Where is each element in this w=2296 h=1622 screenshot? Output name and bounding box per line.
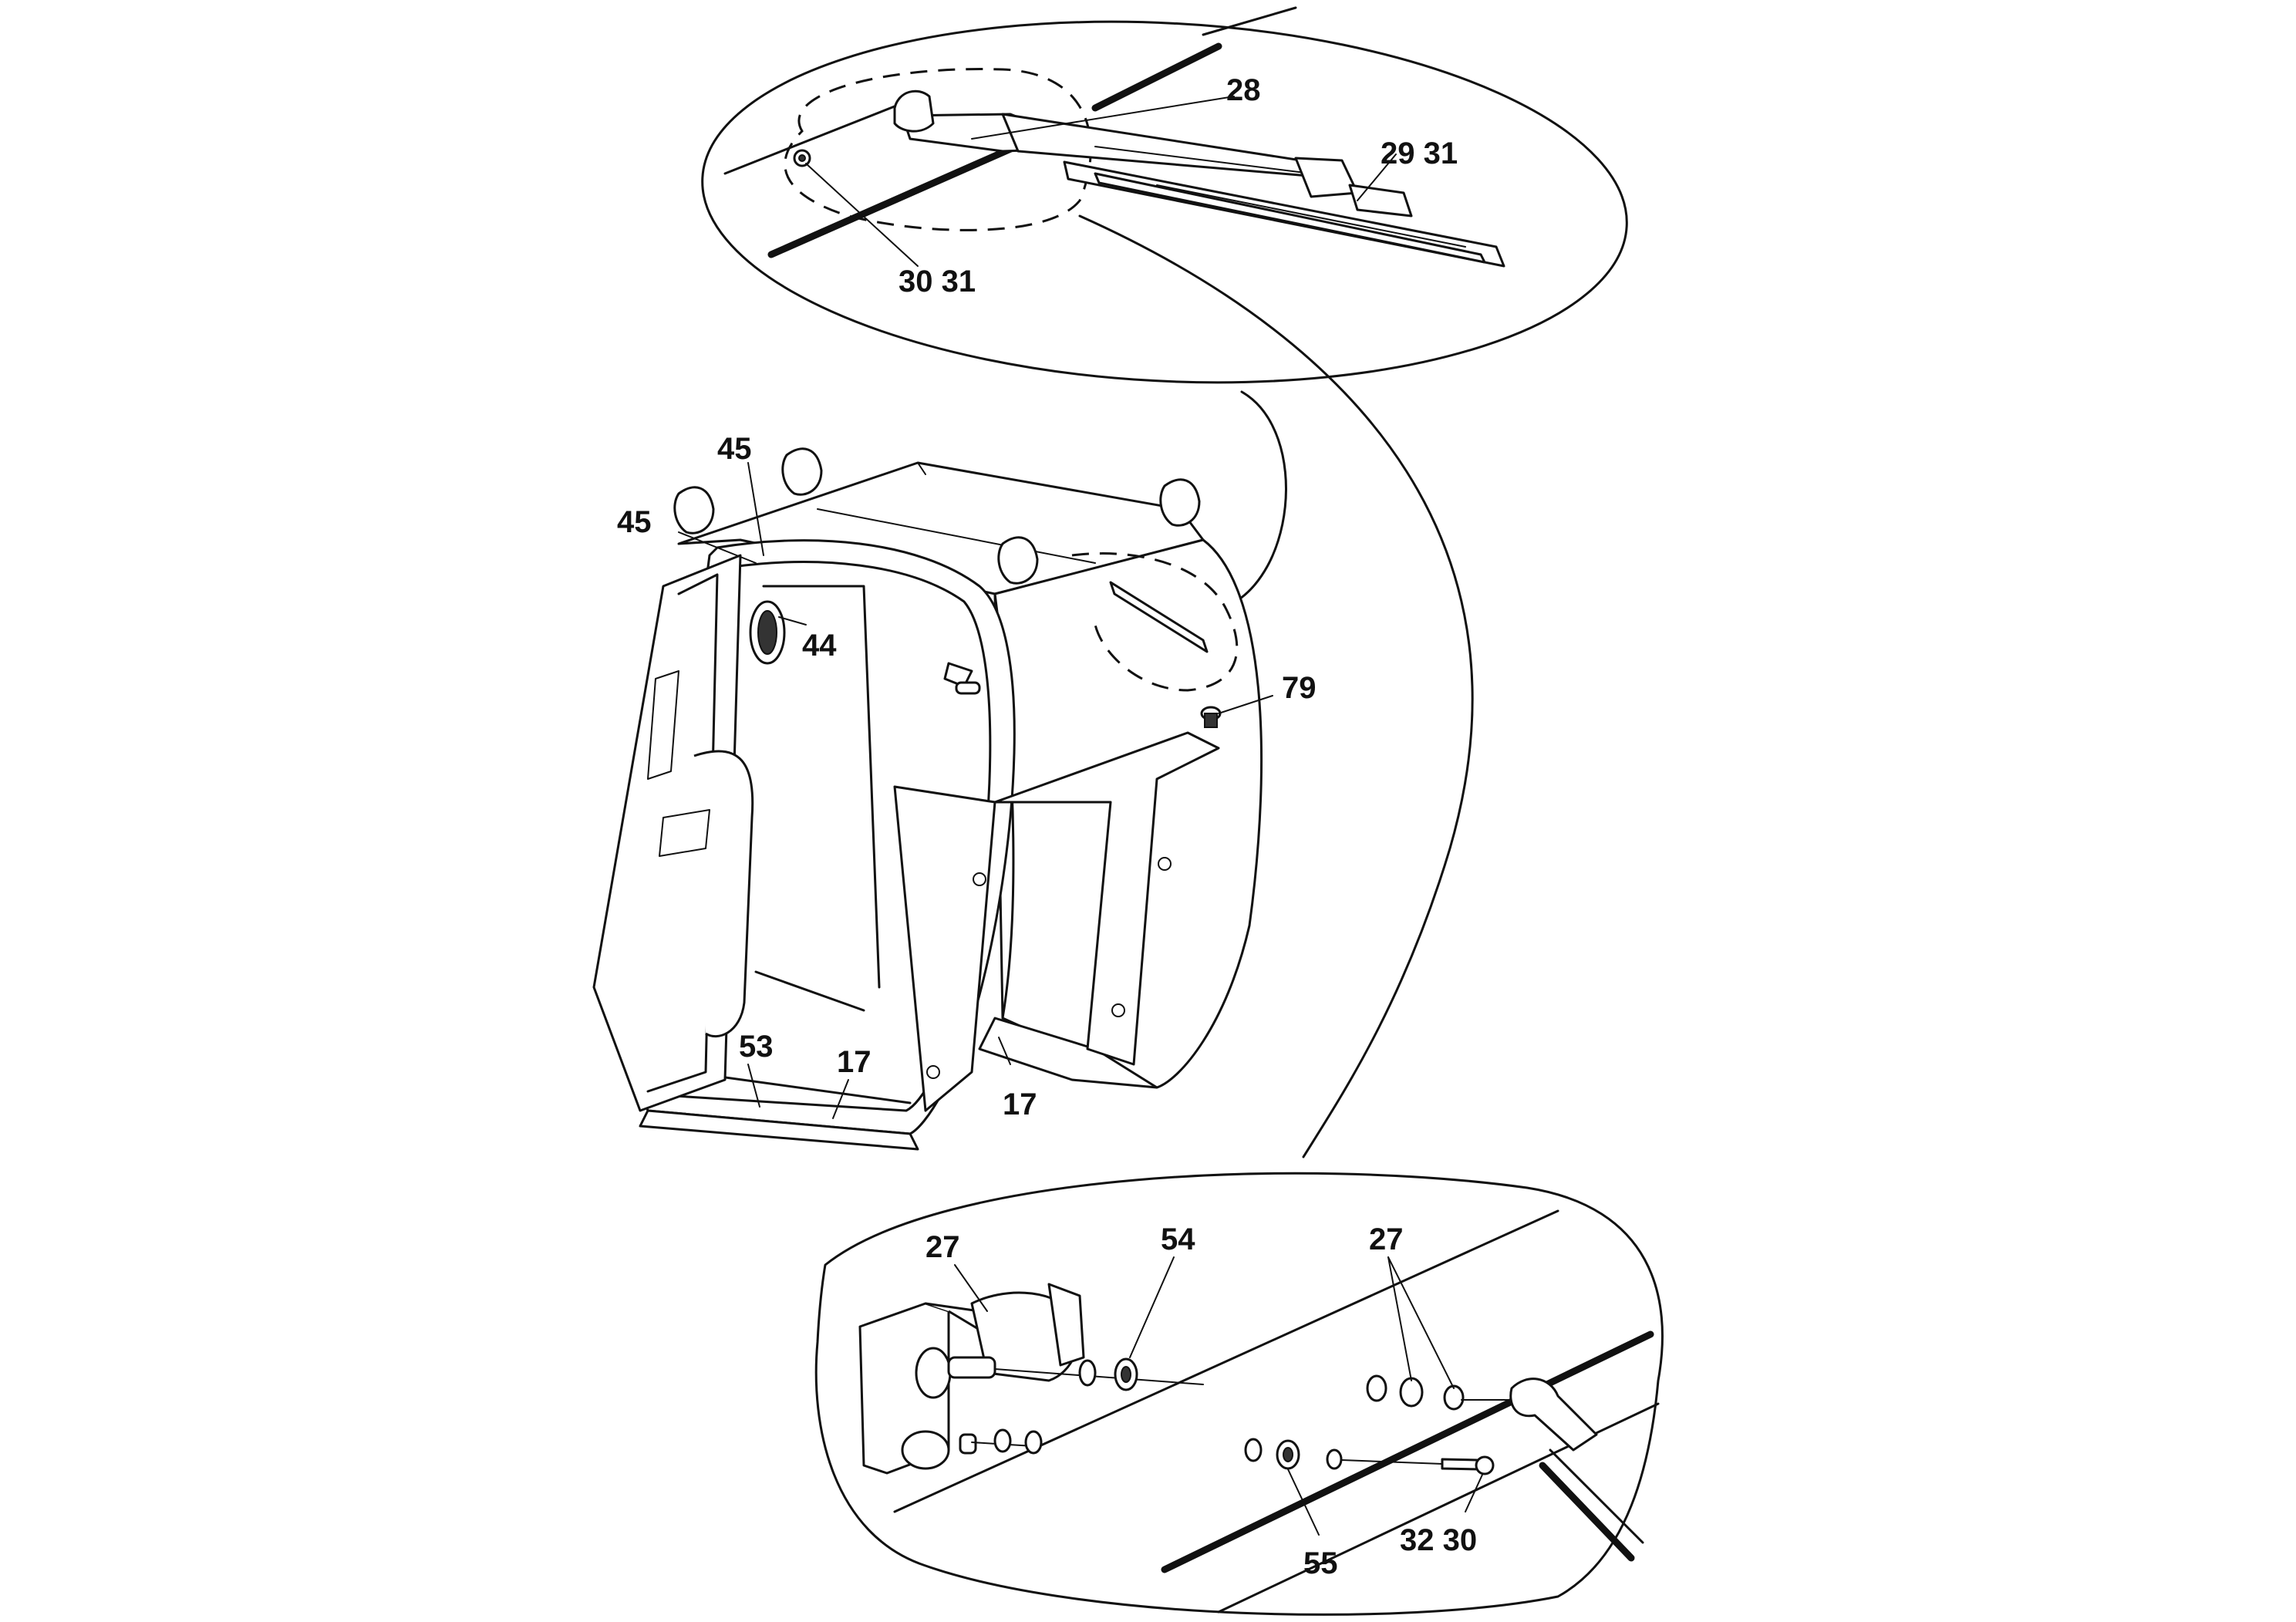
callout-79: 79 xyxy=(1282,671,1317,705)
leader-45b xyxy=(678,531,757,564)
operator-cab xyxy=(592,447,1273,1151)
callout-45-top: 45 xyxy=(717,432,752,466)
callout-32-30: 32 30 xyxy=(1400,1523,1477,1557)
callout-30-31: 30 31 xyxy=(899,265,976,298)
leader-17b xyxy=(998,1037,1011,1065)
callout-55: 55 xyxy=(1303,1546,1338,1580)
leader-44 xyxy=(778,616,807,626)
leader-27c xyxy=(1387,1256,1455,1389)
leader-53 xyxy=(747,1064,760,1108)
leader-27a xyxy=(954,1264,988,1312)
spindle-parts xyxy=(1244,1374,1598,1475)
wiper-blade xyxy=(1063,157,1505,268)
wiper-motor-detail xyxy=(814,1172,1664,1616)
work-light-icon xyxy=(673,447,1201,585)
callout-17-left: 17 xyxy=(837,1045,872,1079)
connector-curve xyxy=(1078,214,1474,1158)
washer-icon xyxy=(993,1357,1138,1455)
leader-29-31 xyxy=(1357,153,1397,201)
leader-30-31 xyxy=(805,163,919,267)
callout-27-motor: 27 xyxy=(925,1230,960,1264)
callout-28: 28 xyxy=(1226,73,1261,107)
leader-32-30 xyxy=(1465,1474,1483,1512)
glass-edge-line xyxy=(893,1209,1559,1513)
leader-79 xyxy=(1218,695,1273,714)
detail-outline-bottom xyxy=(814,1172,1664,1616)
mirror-icon xyxy=(749,600,786,665)
dashed-outline xyxy=(784,68,1092,231)
leader-28 xyxy=(971,96,1235,140)
callout-44: 44 xyxy=(802,629,837,663)
connector-curve xyxy=(1217,390,1287,611)
glass-edge-line xyxy=(1202,6,1297,36)
callout-29-31: 29 31 xyxy=(1381,137,1458,170)
glass-edge-line xyxy=(1539,1462,1635,1562)
callout-27-spindle: 27 xyxy=(1369,1222,1404,1256)
leader-55 xyxy=(1287,1469,1320,1536)
detail-ellipse-top xyxy=(701,20,1628,384)
leader-45a xyxy=(747,462,764,556)
glass-edge-line xyxy=(723,99,912,175)
leader-54 xyxy=(1129,1256,1175,1358)
glass-edge-line xyxy=(1091,42,1222,112)
leader-17a xyxy=(832,1079,849,1119)
nut-icon xyxy=(793,149,811,167)
callout-17-right: 17 xyxy=(1003,1088,1037,1121)
callout-53: 53 xyxy=(739,1030,774,1064)
leader-27b xyxy=(1387,1256,1412,1381)
glass-edge-line xyxy=(1549,1448,1644,1544)
cab-bracket xyxy=(993,731,1220,1066)
wiper-motor-icon xyxy=(858,1283,1085,1475)
wiper-arm xyxy=(893,89,1328,179)
glass-edge-line xyxy=(767,135,1037,258)
rubber-buffer-icon xyxy=(1200,706,1222,728)
glass-edge-line xyxy=(1161,1330,1654,1573)
callout-54: 54 xyxy=(1161,1222,1195,1256)
wiper-blade-detail xyxy=(701,6,1628,384)
callout-45-left: 45 xyxy=(617,505,652,539)
